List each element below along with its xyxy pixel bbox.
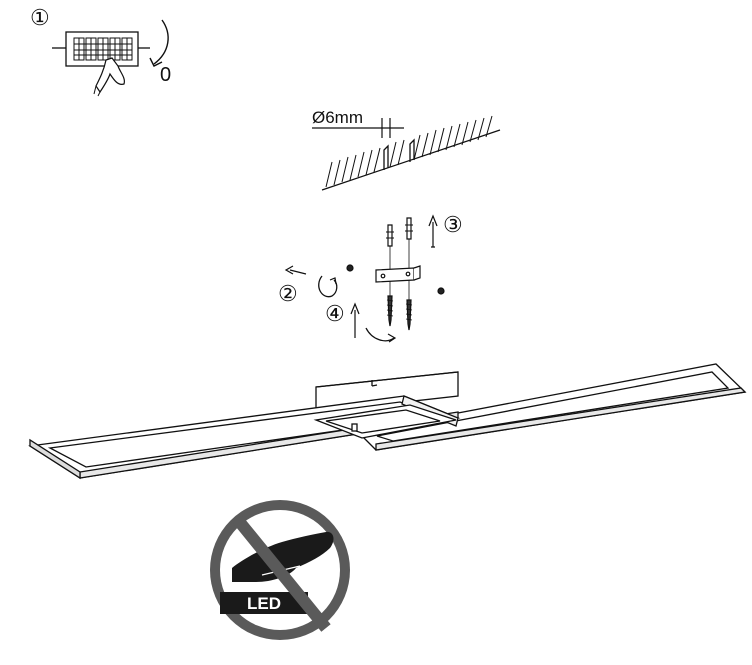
step-3-label: ③ (443, 212, 463, 237)
power-switch-icon (52, 19, 169, 97)
drill-diameter-label: Ø6mm (312, 108, 363, 127)
mounting-bracket-icon (284, 214, 445, 343)
led-label: LED (247, 594, 281, 613)
ceiling-lamp-icon (28, 363, 747, 480)
no-touch-led-sign: LED (210, 500, 350, 640)
step-1-label: ① (30, 5, 50, 30)
step-2-label: ② (278, 281, 298, 306)
no-touch-led-icon (232, 531, 334, 582)
ceiling-icon (312, 115, 501, 191)
switch-off-label: 0 (160, 64, 172, 86)
step-4-label: ④ (325, 301, 345, 326)
